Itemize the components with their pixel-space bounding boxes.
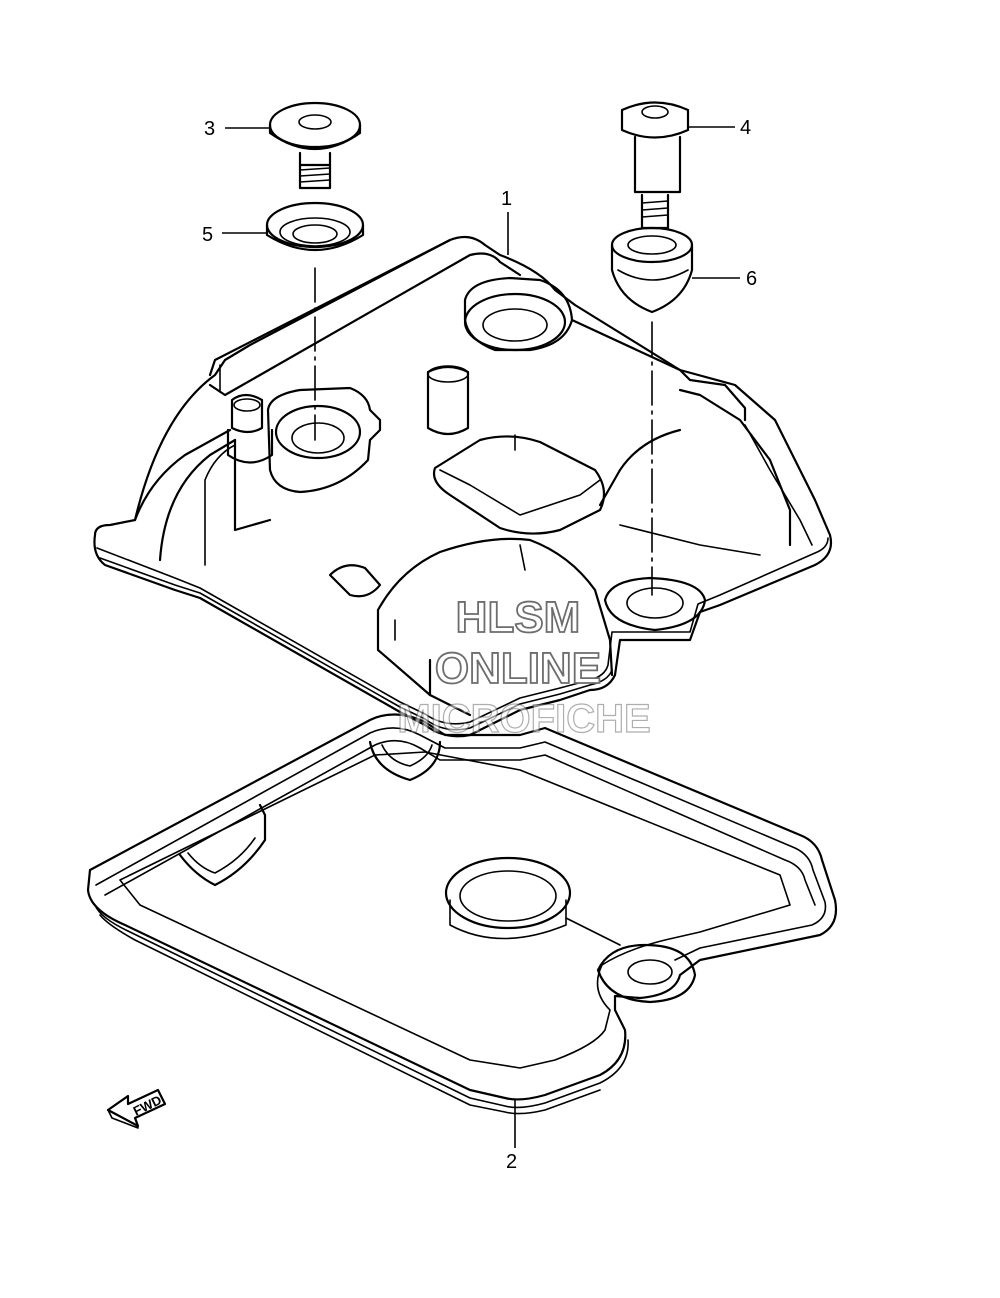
part-3-bolt[interactable]: [268, 101, 362, 190]
watermark-line-1: HLSM: [456, 593, 581, 642]
fwd-arrow-icon: FWD: [106, 1088, 167, 1129]
leader-lines: [222, 126, 740, 1148]
part-2-gasket[interactable]: [86, 713, 838, 1115]
fwd-label: FWD: [131, 1092, 164, 1118]
part-6-grommet[interactable]: [610, 226, 694, 314]
alignment-lines: [314, 267, 653, 596]
callout-5[interactable]: 5: [202, 224, 213, 246]
part-5-washer[interactable]: [265, 201, 365, 251]
watermark-line-2: ONLINE: [435, 644, 601, 693]
callout-4[interactable]: 4: [740, 117, 751, 139]
part-4-bolt[interactable]: [620, 101, 690, 230]
callout-2[interactable]: 2: [506, 1151, 517, 1173]
part-1-cylinder-head-cover[interactable]: [93, 235, 833, 738]
callout-1[interactable]: 1: [501, 188, 512, 210]
watermark: HLSM ONLINE MICROFICHE: [397, 592, 652, 742]
callout-numbers: 3 5 4 6 1 2: [202, 117, 757, 1173]
callout-3[interactable]: 3: [204, 118, 215, 140]
callout-6[interactable]: 6: [746, 268, 757, 290]
watermark-line-3: MICROFICHE: [397, 697, 650, 741]
